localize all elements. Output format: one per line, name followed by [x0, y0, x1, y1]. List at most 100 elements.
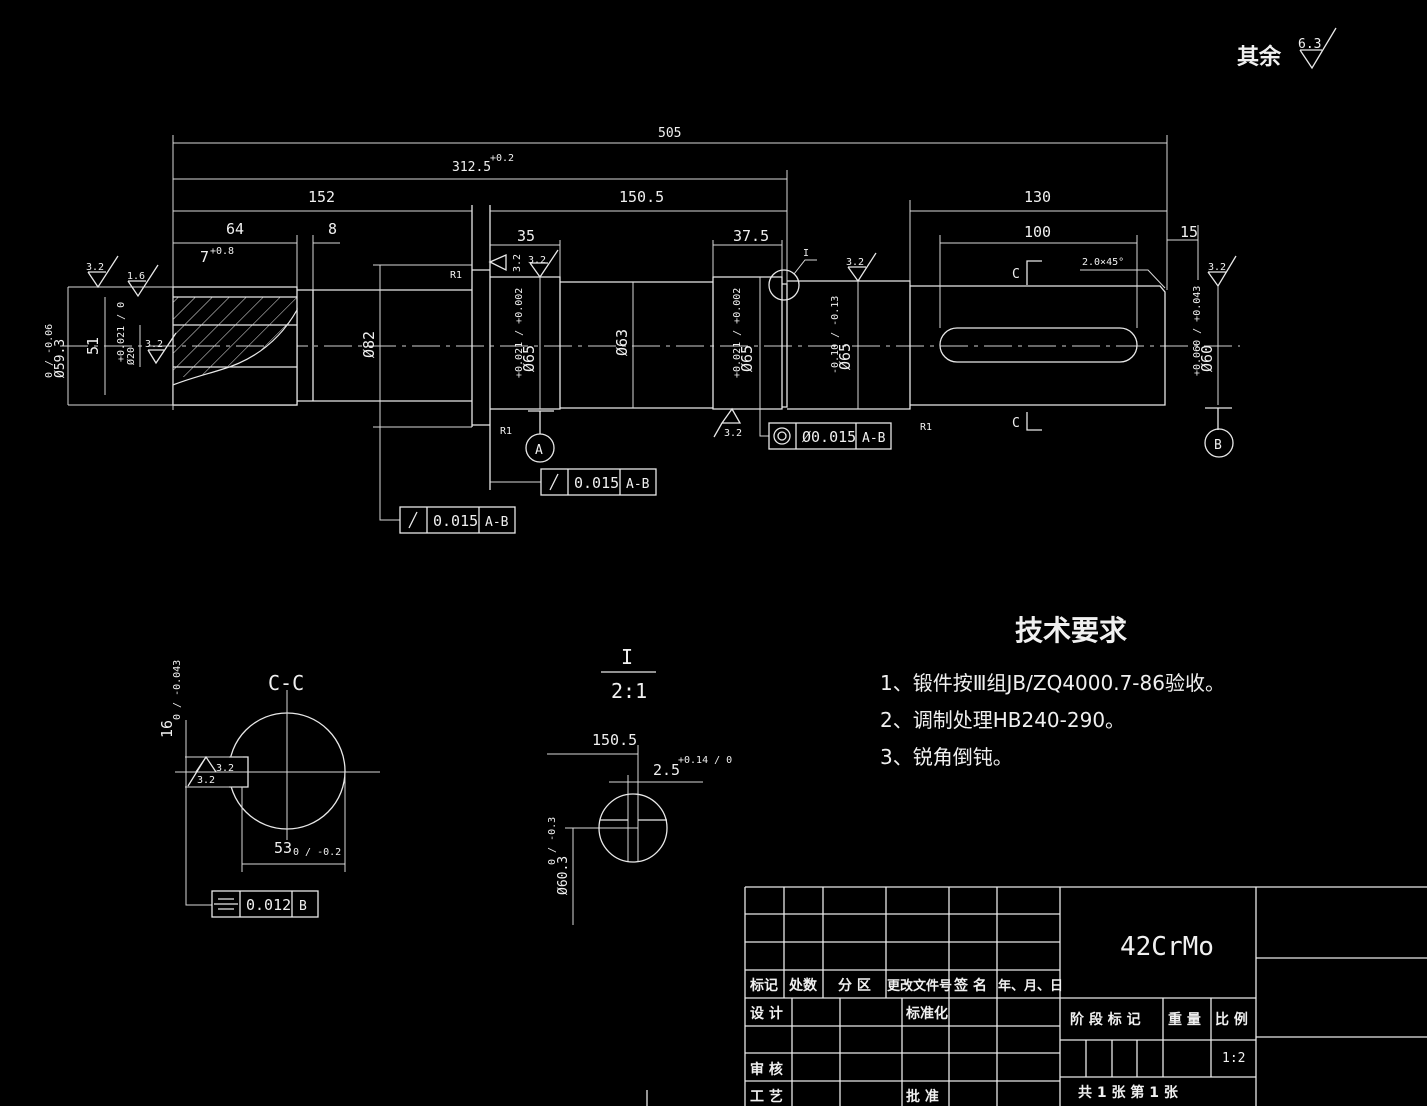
dimensions-d51-text: 51	[84, 337, 102, 355]
dimensions-d312_tol-text: +0.2	[490, 153, 514, 164]
runout-arrow-icon	[549, 473, 559, 491]
title_block-headers-2-text: 分 区	[838, 978, 871, 994]
datum-b: B	[1204, 407, 1234, 458]
title_block-headers-5-text: 年、月、日	[998, 978, 1063, 994]
title_block-headers-0-text: 标记	[749, 977, 778, 994]
title_block-design-text: 设 计	[750, 1005, 783, 1022]
dimension-lines	[67, 135, 1219, 427]
dimensions-r1c-text: R1	[920, 422, 932, 433]
section_cc-width-text: 16	[158, 720, 176, 738]
section_cc-width_tol-text: 0 / -0.043	[172, 660, 183, 720]
section_cc-title-text: C-C	[268, 671, 304, 695]
title_block-process-text: 工 艺	[750, 1088, 783, 1105]
detail_i-scale-text: 2:1	[611, 679, 647, 703]
default-roughness: 其余 6.3	[1237, 27, 1337, 70]
tolerance_frames-1-value-text: 0.015	[574, 474, 619, 492]
default-roughness-label: 其余	[1237, 44, 1282, 70]
title_block-weight-text: 重 量	[1168, 1011, 1201, 1028]
detail_i-dia-text: Ø60.3	[556, 856, 571, 895]
tolerance_frames-0-datum-text: A-B	[862, 431, 886, 446]
roughness-icon: 3.2	[86, 255, 119, 289]
dimensions-d7-text: 7	[200, 248, 209, 266]
roughness-icon: 3.2	[713, 407, 742, 439]
roughness-0-text: 3.2	[86, 262, 104, 273]
dimensions-d100-text: 100	[1024, 223, 1051, 241]
symmetry-icon	[214, 898, 238, 910]
roughness-5-text: 3.2	[724, 428, 742, 439]
dimensions-r1b-text: R1	[500, 426, 512, 437]
dimensions-d64-text: 64	[226, 220, 244, 238]
tolerance_frames-1-datum-text: A-B	[626, 477, 650, 492]
tolerance_frames-3-value-text: 0.012	[246, 896, 291, 914]
dimensions-dia59-text: Ø59.3	[53, 339, 68, 378]
dimensions-d130-text: 130	[1024, 188, 1051, 206]
dimensions-dia20-text: Ø20	[125, 347, 137, 365]
roughness-icon: 3.2	[528, 249, 559, 279]
tolerance_frames-2-value-text: 0.015	[433, 512, 478, 530]
default-roughness-value: 6.3	[1298, 37, 1321, 52]
detail_i-dim2-text: 2.5	[653, 761, 680, 779]
tolerance-frame-runout-1: 0.015 A-B	[490, 468, 657, 496]
title_block-headers-3-text: 更改文件号	[887, 978, 952, 994]
dimensions-r1-text: R1	[450, 270, 462, 281]
title_block-review-text: 审 核	[750, 1061, 783, 1078]
shaft-outline	[60, 205, 1240, 490]
tech_requirements-items-0-text: 1、锻件按Ⅲ组JB/ZQ4000.7-86验收。	[880, 671, 1225, 695]
dimensions-chamfer-text: 2.0×45°	[1082, 257, 1124, 268]
dimensions-dia60_tol-text: +0.060 / +0.043	[1192, 286, 1203, 376]
runout-arrow-icon	[408, 511, 418, 529]
dimensions-d35-text: 35	[517, 227, 535, 245]
dimensions-dia63-text: Ø63	[613, 329, 631, 356]
title_block-approve-text: 批 准	[906, 1088, 939, 1105]
dimensions-d7_tol_up-text: +0.8	[210, 246, 234, 257]
section_cc-depth_tol-text: 0 / -0.2	[293, 847, 341, 858]
section_marks-c1-text: C	[1012, 267, 1020, 282]
dimensions-dia20_tol-text: +0.021 / 0	[116, 302, 127, 362]
dimensions-d8-text: 8	[328, 220, 337, 238]
dimensions-dia65c-text: Ø65	[836, 343, 854, 370]
dimension-text: 505 312.5 +0.2 152 150.5 130 64 8 7 +0.8…	[44, 126, 1216, 437]
section-c-c: C-C 16 0 / -0.043 53 0 / -0.2 3.2 3.2 0.…	[158, 660, 380, 918]
tolerance_frames-2-datum-text: A-B	[485, 515, 509, 530]
concentricity-icon	[773, 427, 791, 445]
technical-requirements: 技术要求 1、锻件按Ⅲ组JB/ZQ4000.7-86验收。 2、调制处理HB24…	[880, 614, 1225, 769]
tolerance-frame-runout-2: 0.015 A-B	[379, 427, 516, 534]
detail_i-dim1-text: 150.5	[592, 731, 637, 749]
title_block-scale_label-text: 比 例	[1215, 1011, 1248, 1028]
material: 42CrMo	[1120, 932, 1214, 962]
tolerance-frame-concentricity: Ø0.015 A-B	[759, 409, 892, 450]
dimensions-dia65b_tol-text: +0.021 / +0.002	[732, 288, 743, 378]
datum-a: A	[525, 410, 555, 463]
dimensions-d150_5-text: 150.5	[619, 188, 664, 206]
dimensions-dia59_tol-text: 0 / -0.06	[44, 324, 55, 378]
tech_requirements-items-1-text: 2、调制处理HB240-290。	[880, 708, 1125, 732]
title_block-headers-1-text: 处数	[788, 977, 818, 994]
dimensions-d37_5-text: 37.5	[733, 227, 769, 245]
section_cc-rough2-text: 3.2	[197, 775, 215, 786]
dimensions-d15-text: 15	[1180, 223, 1198, 241]
title_block-stage_mark-text: 阶 段 标 记	[1070, 1011, 1141, 1028]
roughness-6-text: 3.2	[846, 257, 864, 268]
dimensions-dia65a-text: Ø65	[520, 345, 538, 372]
roughness-icon: 3.2	[488, 254, 523, 272]
title_block-sheets-text: 共 1 张 第 1 张	[1078, 1084, 1179, 1101]
roughness-1-text: 1.6	[127, 271, 145, 282]
title-block: 42CrMo 标记 处数 分 区 更改文件号 签 名 年、月、日 设 计 标准化…	[744, 886, 1427, 1106]
dimensions-dia65a_tol-text: +0.021 / +0.002	[514, 288, 525, 378]
roughness-icon: 3.2	[1207, 255, 1237, 288]
section-markers: C C I	[768, 248, 1042, 431]
title_block-scale-text: 1:2	[1222, 1051, 1245, 1066]
tolerance_frames-3-datum-text: B	[299, 899, 307, 914]
tech_requirements-title-text: 技术要求	[1015, 614, 1127, 647]
dimensions-dia65c_tol-text: -0.10 / -0.13	[830, 296, 841, 374]
dimensions-d152-text: 152	[308, 188, 335, 206]
dimensions-dia65b-text: Ø65	[738, 345, 756, 372]
roughness-4-text: 3.2	[528, 255, 546, 266]
roughness-2-text: 3.2	[145, 339, 163, 350]
roughness-icon: 1.6	[127, 264, 159, 298]
datums-b-text: B	[1214, 438, 1222, 453]
roughness-icon: 3.2	[145, 332, 177, 365]
roughness-symbols: 3.2 1.6 3.2 3.2 3.2 3.2 3.2 3.2	[86, 249, 1237, 439]
section_cc-depth-text: 53	[274, 839, 292, 857]
title_block-headers-4-text: 签 名	[953, 977, 987, 994]
